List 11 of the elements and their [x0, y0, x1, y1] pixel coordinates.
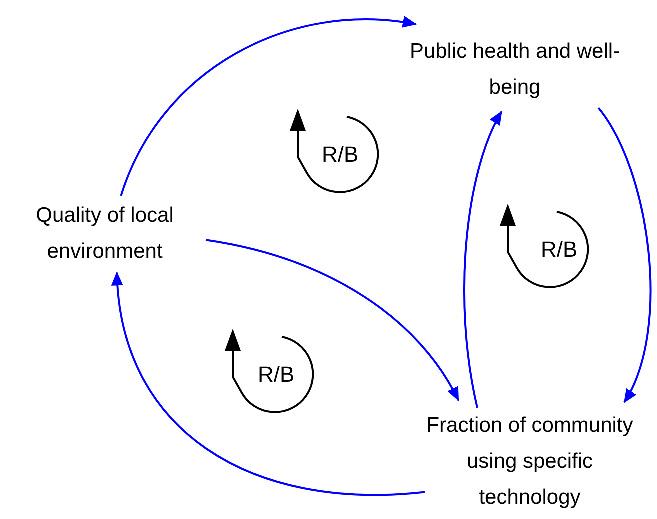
node-label: Quality of local environment [35, 203, 175, 265]
node-label: Fraction of community using specific technology [426, 413, 634, 511]
loop-label: R/B [258, 361, 295, 389]
arrow [598, 107, 652, 404]
loop-label: R/B [322, 141, 359, 169]
node-label: Public health and well-being [408, 39, 622, 101]
arrow [464, 110, 503, 408]
arrow [206, 239, 460, 402]
loop-label: R/B [541, 236, 578, 264]
arrow [112, 272, 426, 496]
arrow [120, 16, 417, 196]
